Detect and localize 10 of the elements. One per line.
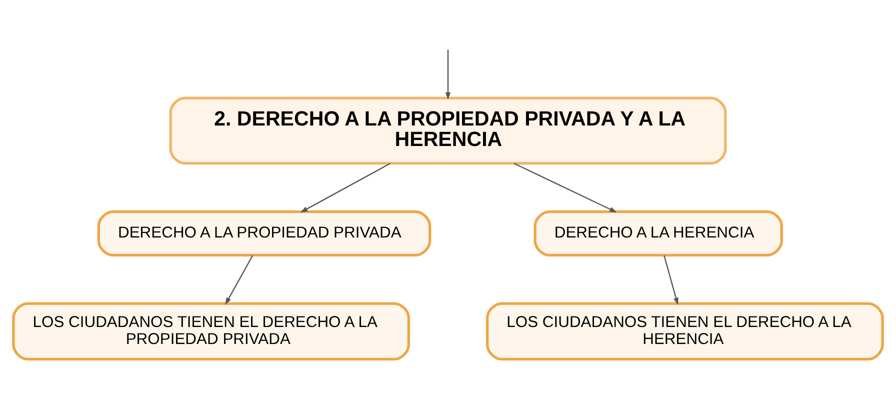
arrow [445, 49, 451, 100]
arrow [514, 162, 617, 212]
arrow [225, 254, 254, 304]
node-box: LOS CIUDADANOS TIENEN EL DERECHO A LA HERENCIA [486, 302, 884, 360]
arrow [300, 162, 391, 212]
arrow [664, 254, 678, 305]
node-box: LOS CIUDADANOS TIENEN EL DERECHO A LA PROPIEDAD PRIVADA [12, 302, 410, 360]
node-box: DERECHO A LA PROPIEDAD PRIVADA [97, 210, 432, 256]
node-box: 2. DERECHO A LA PROPIEDAD PRIVADA Y A LA HERENCIA [169, 96, 727, 164]
node-box: DERECHO A LA HERENCIA [534, 210, 783, 256]
